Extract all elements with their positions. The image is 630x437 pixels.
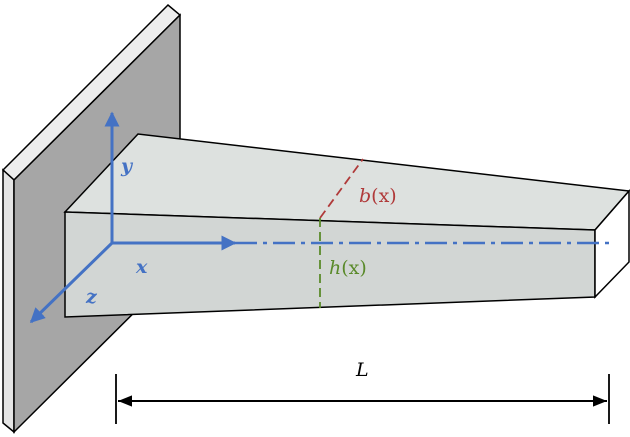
x-axis-label: x [135,256,148,278]
beam-end-face [594,188,630,299]
length-label: L [355,359,369,381]
y-axis-label: y [120,155,134,177]
coordinate-axes [29,111,237,324]
length-dimension: L [115,359,610,424]
width-label-var: b [359,185,371,207]
height-label-var: h [329,257,341,279]
height-label: h(x) [329,257,367,279]
height-label-arg: (x) [341,257,367,279]
z-axis-label: z [85,286,98,308]
z-axis-arrow [29,241,114,324]
width-marker-line [319,158,364,219]
wall-side-face [2,168,15,434]
width-label: b(x) [359,185,397,207]
width-label-arg: (x) [371,185,397,207]
beam [63,133,630,318]
